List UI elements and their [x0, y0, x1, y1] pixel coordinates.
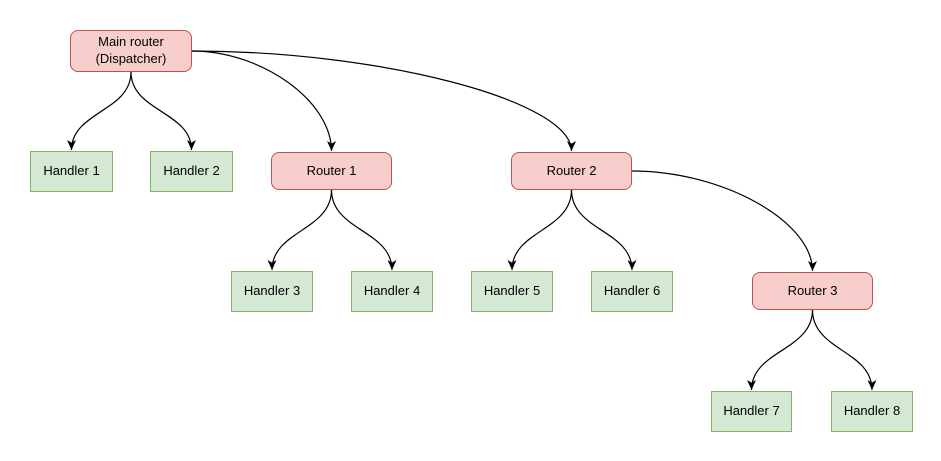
edge-main-router-to-handler-1 — [67, 71, 132, 151]
edge-main-router-to-handler-2 — [130, 71, 196, 151]
node-handler-2: Handler 2 — [150, 151, 233, 192]
edge-router-2-to-router-3 — [631, 170, 817, 272]
node-router-3: Router 3 — [752, 272, 873, 310]
node-main-router: Main router (Dispatcher) — [70, 30, 192, 72]
node-label: Handler 8 — [843, 403, 901, 419]
edge-main-router-to-router-2 — [191, 50, 576, 152]
node-handler-7: Handler 7 — [711, 391, 792, 432]
node-label: Router 1 — [306, 162, 357, 178]
edge-router-1-to-handler-4 — [330, 189, 397, 271]
node-label: Handler 1 — [43, 163, 100, 179]
node-label: Handler 5 — [483, 283, 541, 299]
edge-router-2-to-handler-6 — [570, 189, 637, 271]
node-label: Handler 4 — [363, 283, 421, 299]
node-router-2: Router 2 — [511, 152, 632, 190]
node-label: Main router (Dispatcher) — [95, 34, 167, 66]
node-label: Handler 3 — [243, 283, 301, 299]
node-handler-6: Handler 6 — [591, 271, 673, 312]
edge-router-3-to-handler-7 — [747, 309, 814, 391]
node-handler-3: Handler 3 — [231, 271, 313, 312]
node-handler-1: Handler 1 — [30, 151, 113, 192]
edge-router-1-to-handler-3 — [267, 189, 333, 271]
node-handler-4: Handler 4 — [351, 271, 433, 312]
node-label: Handler 2 — [163, 163, 220, 179]
node-label: Router 3 — [787, 282, 838, 298]
node-router-1: Router 1 — [271, 152, 392, 190]
node-handler-8: Handler 8 — [831, 391, 913, 432]
edge-main-router-to-router-1 — [191, 50, 336, 152]
node-label: Router 2 — [546, 162, 597, 178]
node-handler-5: Handler 5 — [471, 271, 553, 312]
edge-router-2-to-handler-5 — [507, 189, 573, 271]
node-label: Handler 7 — [723, 403, 780, 419]
edge-router-3-to-handler-8 — [811, 309, 877, 391]
node-label: Handler 6 — [603, 283, 661, 299]
